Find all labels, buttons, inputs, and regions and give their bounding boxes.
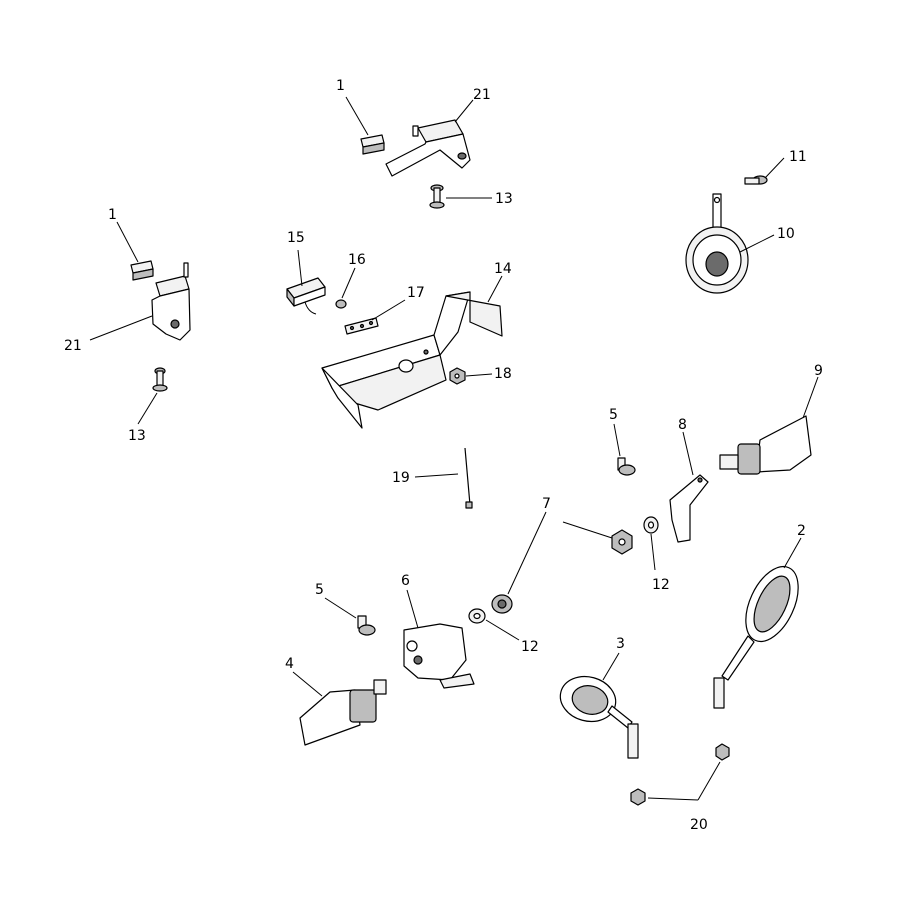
part-7-nut-upper — [611, 529, 633, 555]
part-5-lower-screw — [357, 615, 376, 636]
part-7-nut-lower — [491, 594, 513, 614]
part-21-top-bracket — [385, 119, 471, 177]
callout-16: 16 — [348, 252, 366, 268]
part-15-relay — [286, 277, 326, 315]
callout-11: 11 — [789, 149, 807, 165]
callout-21-left: 21 — [64, 338, 82, 354]
part-11-bolt — [744, 175, 768, 185]
part-8-bracket — [669, 474, 709, 543]
part-13-top-screw — [429, 184, 445, 209]
part-2-mirror-right — [713, 565, 799, 709]
callout-14: 14 — [494, 261, 512, 277]
callout-1-left: 1 — [108, 207, 117, 223]
callout-12-lower: 12 — [521, 639, 539, 655]
part-20-nut-upper — [715, 743, 730, 761]
part-17-plate — [344, 317, 379, 335]
callout-13-left: 13 — [128, 428, 146, 444]
part-1-left — [130, 260, 154, 281]
callout-21-top: 21 — [473, 87, 491, 103]
callout-17: 17 — [407, 285, 425, 301]
callout-13-top: 13 — [495, 191, 513, 207]
part-18-nut — [449, 367, 466, 385]
callout-12-upper: 12 — [652, 577, 670, 593]
part-5-upper-screw — [617, 457, 636, 476]
callout-2: 2 — [797, 523, 806, 539]
callout-6: 6 — [401, 573, 410, 589]
callout-15: 15 — [287, 230, 305, 246]
leader-lines — [89, 96, 819, 801]
callout-5-upper: 5 — [609, 407, 618, 423]
part-12-washer-upper — [643, 516, 659, 534]
part-16-nut — [335, 299, 347, 309]
callout-20: 20 — [690, 817, 708, 833]
part-19-cable-tie — [464, 447, 473, 509]
part-3-mirror-left — [559, 675, 639, 759]
callout-3: 3 — [616, 636, 625, 652]
callout-18: 18 — [494, 366, 512, 382]
callout-9: 9 — [814, 363, 823, 379]
callout-labels: 1 21 13 11 10 1 21 13 15 16 17 14 18 9 5… — [64, 78, 823, 833]
part-6-bracket — [403, 623, 475, 689]
part-21-left-bracket — [151, 262, 191, 341]
part-4-turn-signal — [299, 679, 387, 746]
part-9-turn-signal — [719, 415, 812, 475]
part-12-washer-lower — [468, 608, 486, 624]
part-1-top — [360, 134, 385, 155]
callout-5-lower: 5 — [315, 582, 324, 598]
part-14-main-bracket — [321, 291, 503, 429]
callout-7: 7 — [542, 496, 551, 512]
callout-4: 4 — [285, 656, 294, 672]
callout-19: 19 — [392, 470, 410, 486]
part-13-left-screw — [152, 367, 168, 392]
callout-10: 10 — [777, 226, 795, 242]
part-20-nut-lower — [630, 788, 646, 806]
callout-8: 8 — [678, 417, 687, 433]
part-10-horn — [685, 193, 749, 294]
callout-1-top: 1 — [336, 78, 345, 94]
